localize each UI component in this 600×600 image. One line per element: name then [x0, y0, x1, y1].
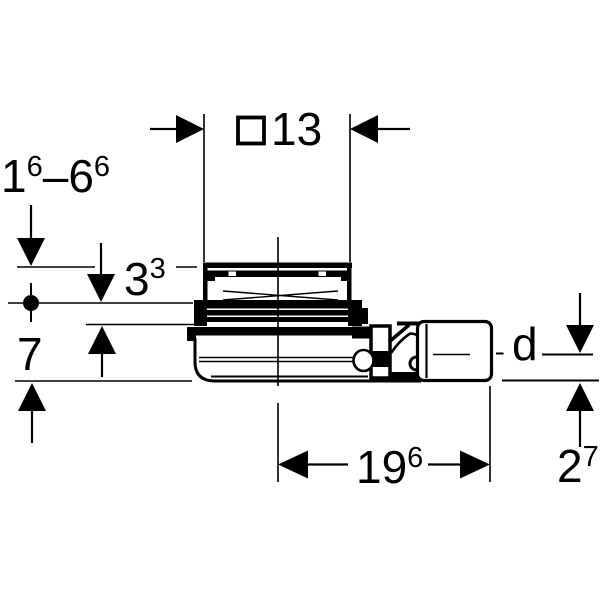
arrow-down-icon — [17, 238, 45, 266]
dim-label-total-length: 196 — [356, 441, 423, 493]
arrow-down-icon — [87, 274, 115, 302]
tray-surface-lines — [222, 290, 339, 301]
arrow-up-icon — [88, 326, 116, 354]
sealing-collar — [194, 300, 368, 326]
drain-fixture — [187, 262, 494, 383]
square-symbol-icon — [236, 115, 266, 146]
trap-bowl-outline — [193, 338, 421, 383]
frame-clip-notch — [228, 271, 236, 276]
frame-clip-notch — [318, 271, 326, 276]
outlet-socket — [415, 319, 494, 383]
trap-body — [187, 326, 421, 383]
dim-label-body-height: 7 — [17, 328, 43, 380]
grate-frame — [203, 262, 352, 301]
dimension-seal-depth: 33 — [8, 243, 193, 322]
union-nut-icon — [352, 348, 375, 373]
arrow-left-icon — [350, 115, 378, 143]
dimension-outlet-bottom-offset: 27 — [502, 379, 599, 492]
dim-label-outlet-diameter: d — [512, 318, 538, 370]
dim-label-height-range: 16–66 — [1, 150, 110, 202]
fixed-point-bullet-icon — [23, 295, 39, 311]
dimension-outlet-diameter: d — [496, 293, 594, 370]
arrow-right-icon — [176, 115, 204, 143]
dimension-grate-width: 13 — [150, 103, 410, 262]
arrow-up-icon — [18, 383, 46, 411]
dim-label-seal-depth: 33 — [124, 253, 166, 305]
dimension-total-length: 196 — [278, 386, 491, 493]
arrow-left-icon — [278, 450, 308, 479]
dimension-height-range: 16–66 — [1, 150, 197, 268]
dimension-body-height: 7 — [15, 323, 194, 443]
dim-label-outlet-bottom-offset: 27 — [557, 440, 599, 492]
dim-label-grate-width: 13 — [271, 103, 322, 155]
arrow-down-icon — [566, 325, 594, 353]
arrow-right-icon — [460, 450, 490, 479]
arrow-up-icon — [566, 383, 594, 411]
